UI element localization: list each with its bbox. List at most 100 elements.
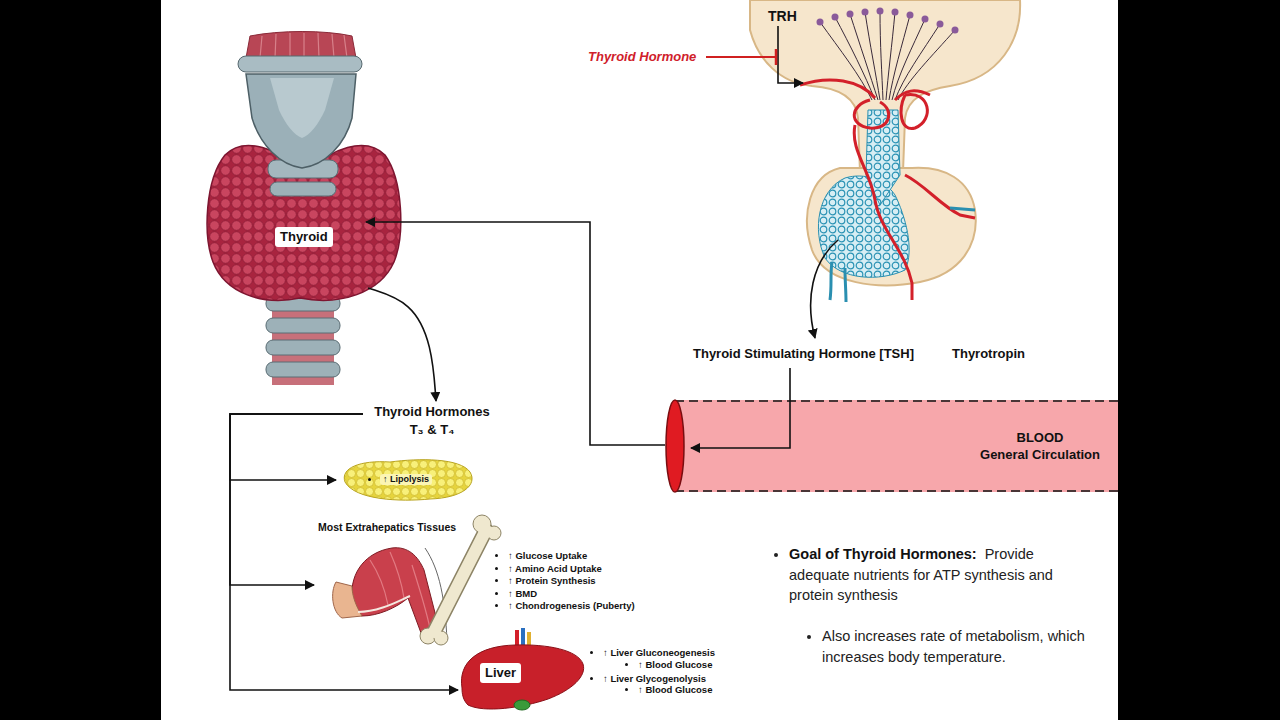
neuron-bodies bbox=[847, 11, 854, 18]
thyroid-illustration bbox=[270, 182, 336, 196]
hypothalamus-pituitary bbox=[750, 0, 1020, 302]
vessel-opening bbox=[666, 400, 684, 492]
tissue-group: Most Extrahepatics Tissues ↑ Glucose Upta… bbox=[316, 520, 661, 645]
portal-arteries bbox=[854, 100, 888, 128]
sub-effect-item: ↑ Blood Glucose bbox=[638, 659, 712, 670]
arm-muscle-illustration bbox=[333, 582, 362, 618]
bone-illustration bbox=[434, 530, 486, 632]
neuron-bodies bbox=[952, 27, 959, 34]
bone-illustration bbox=[434, 530, 486, 632]
thyroid-illustration bbox=[260, 33, 347, 58]
hormone-label: TRH bbox=[768, 8, 797, 25]
neuron-bodies bbox=[832, 14, 839, 21]
arm-muscle-illustration bbox=[370, 552, 432, 638]
thyroid-illustration bbox=[246, 74, 356, 168]
flow-arrow bbox=[368, 288, 436, 401]
band-title: BLOOD bbox=[965, 430, 1115, 446]
portal-veins bbox=[830, 262, 832, 300]
flow-arrow bbox=[230, 414, 458, 690]
neuron-bodies bbox=[817, 19, 824, 26]
thyroid-illustration bbox=[270, 78, 334, 138]
hormone-label: Thyroid Hormones bbox=[366, 404, 498, 420]
bone-illustration bbox=[420, 515, 501, 645]
vessel-fill bbox=[675, 400, 1118, 492]
sub-bullet-item: Also increases rate of metabolism, which… bbox=[822, 626, 1094, 667]
portal-veins bbox=[830, 208, 975, 302]
neuron-fibers bbox=[898, 30, 955, 100]
goal-heading: Goal of Thyroid Hormones: bbox=[789, 546, 977, 562]
fat-outline bbox=[344, 460, 472, 500]
portal-arteries bbox=[854, 125, 912, 300]
arm-muscle-illustration bbox=[358, 596, 410, 612]
portal-veins bbox=[845, 268, 846, 302]
liver-organ: Liver↑ Liver Gluconeogenesis↑ Blood Gluc… bbox=[460, 640, 735, 714]
portal-arteries bbox=[905, 175, 975, 218]
neuron-bodies bbox=[907, 12, 914, 19]
organ-label: Liver bbox=[480, 663, 521, 683]
hormone-node: Thyroid Hormones T₃ & T₄ bbox=[366, 404, 501, 444]
neuron-bodies bbox=[937, 21, 944, 28]
thyroid-illustration bbox=[266, 340, 340, 355]
thyroid-illustration bbox=[238, 56, 362, 72]
feedback-arrows bbox=[706, 26, 838, 338]
portal-arteries bbox=[901, 94, 927, 128]
organ-label: Thyroid bbox=[275, 227, 333, 247]
sub-effect-item: ↑ Blood Glucose bbox=[638, 684, 712, 695]
gland-node: Thyroid bbox=[205, 100, 368, 305]
effect-item: ↑ Amino Acid Uptake bbox=[508, 563, 602, 574]
thyroid-illustration bbox=[207, 146, 401, 301]
neuron-bodies bbox=[877, 8, 884, 15]
bullet-item: Goal of Thyroid Hormones:Provide adequat… bbox=[789, 544, 1091, 606]
thyroid-illustration bbox=[266, 318, 340, 333]
neuron-bodies bbox=[862, 9, 869, 16]
hormone-subscript: T₃ & T₄ bbox=[366, 422, 498, 438]
neuron-fibers bbox=[886, 12, 895, 100]
blood-band: BLOODGeneral Circulation bbox=[675, 400, 1118, 492]
flow-arrow bbox=[366, 222, 665, 445]
vessel-wall bbox=[675, 490, 1118, 492]
effect-item: ↑ BMD bbox=[508, 588, 537, 599]
neuron-bodies bbox=[922, 16, 929, 23]
liver-illustration bbox=[461, 645, 583, 709]
vessel-wall bbox=[675, 400, 1118, 402]
adipose-tissue: ↑ Lipolysis bbox=[338, 460, 475, 502]
portal-arteries bbox=[800, 80, 875, 98]
note-text: Also increases rate of metabolism, which… bbox=[822, 628, 1085, 665]
feedback-arrows bbox=[775, 49, 778, 65]
band-subtitle: General Circulation bbox=[965, 447, 1115, 463]
flow-arrow bbox=[691, 368, 790, 448]
effect-item: ↑ Liver Glycogenolysis bbox=[603, 673, 706, 684]
neuron-fibers bbox=[880, 11, 883, 100]
effect-item: ↑ Lipolysis bbox=[380, 474, 432, 485]
thyroid-illustration bbox=[246, 32, 356, 59]
thyroid-illustration bbox=[266, 362, 340, 377]
hormone-alias: Thyrotropin bbox=[952, 346, 1025, 362]
feedback-arrows bbox=[706, 56, 776, 58]
neuron-fibers bbox=[820, 11, 955, 100]
neuron-bodies bbox=[892, 9, 899, 16]
portal-arteries bbox=[800, 80, 975, 300]
group-heading: Most Extrahepatics Tissues bbox=[318, 521, 456, 534]
frame-bar bbox=[1118, 0, 1280, 720]
feedback-label: Thyroid Hormone bbox=[588, 49, 696, 65]
frame-bar bbox=[0, 0, 161, 720]
vessel-band bbox=[675, 400, 1118, 492]
hormone-node: Thyroid Stimulating Hormone [TSH] Thyrotr… bbox=[690, 343, 1035, 365]
neuron-fibers bbox=[895, 24, 940, 100]
neuron-fibers bbox=[892, 19, 925, 100]
flow-arrow bbox=[230, 414, 363, 585]
effect-item: ↑ Protein Synthesis bbox=[508, 575, 596, 586]
neuron-bodies bbox=[817, 8, 959, 34]
hormone-label: Thyroid Stimulating Hormone [TSH] bbox=[693, 346, 914, 362]
liver-illustration bbox=[461, 628, 583, 710]
portal-veins bbox=[950, 208, 975, 210]
effect-item: ↑ Glucose Uptake bbox=[508, 550, 587, 561]
feedback-arrows bbox=[778, 26, 803, 83]
effect-item: ↑ Liver Gluconeogenesis bbox=[603, 647, 715, 658]
thyroid-illustration bbox=[207, 32, 401, 386]
